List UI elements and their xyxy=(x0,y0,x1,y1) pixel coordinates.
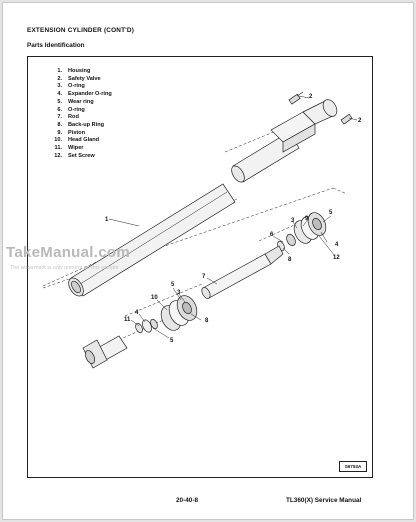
callout-4-left: 4 xyxy=(135,310,139,316)
illustration-code: S6753A xyxy=(339,461,367,472)
callout-5-mid: 5 xyxy=(171,282,175,288)
piston-assembly-right xyxy=(277,212,327,252)
callout-9: 9 xyxy=(305,216,309,222)
illustration-frame xyxy=(27,56,373,478)
parts-list-item: 12.Set Screw xyxy=(54,152,95,159)
parts-list-item: 9.Piston xyxy=(57,129,86,136)
callout-2-upper: 2 xyxy=(309,94,313,100)
piston-rod xyxy=(201,245,284,299)
callout-7: 7 xyxy=(202,274,206,280)
callout-8-mid: 8 xyxy=(205,318,209,324)
section-title: EXTENSION CYLINDER (CONT'D) xyxy=(27,27,135,34)
callout-6: 6 xyxy=(270,232,274,238)
wiper-rings xyxy=(135,318,158,334)
housing-upper-segment xyxy=(231,131,300,183)
watermark-text: TakeManual.com xyxy=(6,244,130,261)
parts-list-item: 3.O-ring xyxy=(57,83,85,90)
callout-4-right: 4 xyxy=(335,242,339,248)
watermark-note: The watermark is only present on this sa… xyxy=(10,265,119,271)
parts-list-item: 10.Head Gland xyxy=(54,137,100,144)
callout-5-left: 5 xyxy=(170,338,174,344)
callout-8-right: 8 xyxy=(288,257,292,263)
parts-list-item: 2.Safety Valve xyxy=(57,75,101,82)
callout-1: 1 xyxy=(105,217,109,223)
housing-tube xyxy=(68,183,236,297)
page-number: 20-40-8 xyxy=(176,497,199,504)
parts-list-item: 4.Expander O-ring xyxy=(57,91,112,98)
callout-10: 10 xyxy=(151,295,158,301)
callout-12: 12 xyxy=(333,255,340,261)
safety-valve-upper xyxy=(288,91,304,105)
callout-2-right: 2 xyxy=(358,118,362,124)
rod-end-block xyxy=(82,335,128,369)
callout-leaders xyxy=(108,95,358,339)
exploded-view-illustration: 2 2 1 5 9 3 6 4 8 12 7 5 10 3 8 4 11 5 xyxy=(42,91,362,369)
head-gland-assembly xyxy=(160,295,198,331)
callout-5-right: 5 xyxy=(329,210,333,216)
callout-11: 11 xyxy=(124,317,131,323)
parts-list: 1.Housing 2.Safety Valve 3.O-ring 4.Expa… xyxy=(46,68,112,160)
parts-list-item: 7.Rod xyxy=(57,114,79,121)
parts-list-item: 5.Wear ring xyxy=(57,98,94,105)
manual-title: TL360(X) Service Manual xyxy=(286,497,362,504)
valve-block xyxy=(270,99,338,153)
parts-list-item: 11.Wiper xyxy=(54,145,84,152)
callout-3-right: 3 xyxy=(291,218,295,224)
parts-list-item: 8.Back-up Ring xyxy=(57,121,105,128)
parts-list-item: 1.Housing xyxy=(57,68,91,74)
callout-3-mid: 3 xyxy=(177,290,181,296)
parts-list-item: 6.O-ring xyxy=(57,106,85,113)
safety-valve-right xyxy=(340,113,353,125)
section-subtitle: Parts Identification xyxy=(27,42,85,49)
